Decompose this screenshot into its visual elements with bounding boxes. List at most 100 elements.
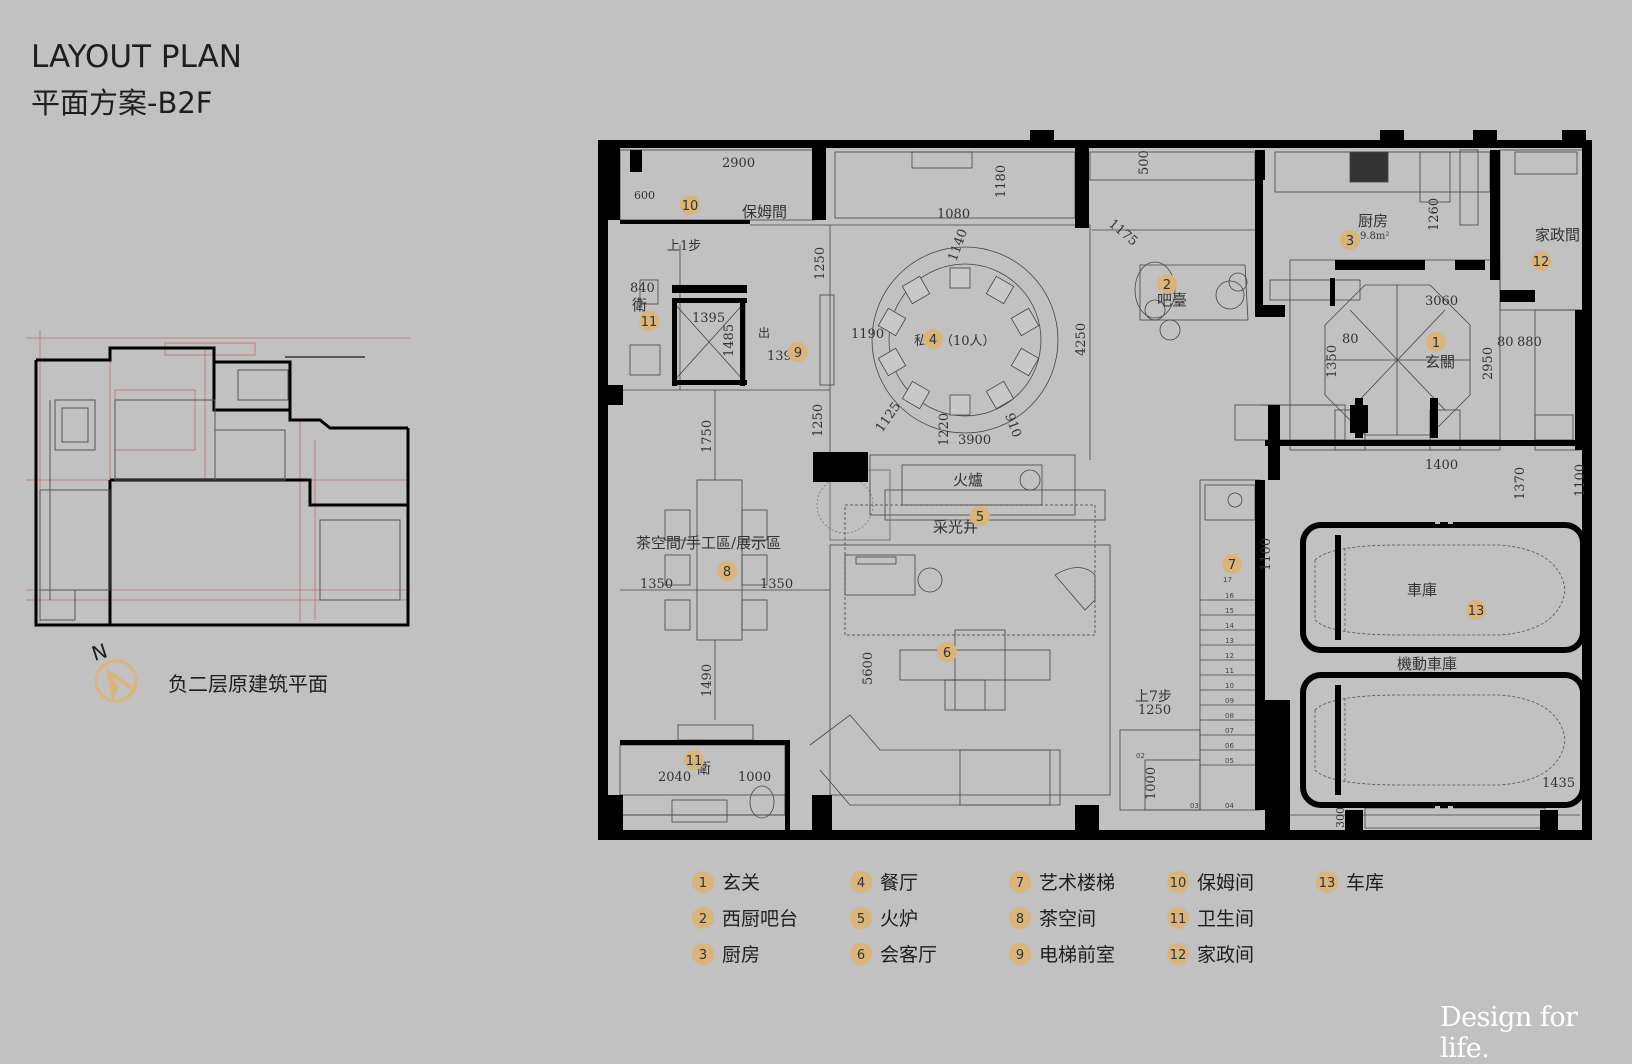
dim: 1000 — [1144, 767, 1159, 800]
plan-markers: 10 11 9 4 2 3 12 1 5 8 7 6 11 13 — [639, 195, 1551, 770]
svg-text:9: 9 — [1016, 948, 1024, 963]
dim: 3060 — [1425, 294, 1458, 309]
room-label: 保姆間 — [742, 203, 787, 221]
dim: 1395 — [692, 311, 725, 326]
dim: 1190 — [851, 327, 884, 342]
room-label: 茶空間/手工區/展示區 — [636, 534, 781, 552]
dim: 1000 — [738, 770, 771, 785]
dim: 1100 — [1259, 538, 1274, 571]
svg-text:6: 6 — [857, 948, 865, 963]
dim: 500 — [1137, 150, 1152, 175]
dining-chairs — [877, 267, 1040, 416]
svg-text:5: 5 — [976, 510, 984, 525]
svg-text:7: 7 — [1228, 558, 1236, 573]
dim: 4250 — [1074, 323, 1089, 356]
marker-11: 11 — [639, 311, 659, 331]
legend-item: 13 车库 — [1316, 871, 1384, 894]
dim: 1350 — [760, 577, 793, 592]
svg-text:10: 10 — [682, 199, 699, 214]
room-label: 出 — [758, 326, 770, 340]
svg-text:家政间: 家政间 — [1197, 944, 1254, 966]
dim: 1400 — [1425, 458, 1458, 473]
dim: 80 — [1497, 335, 1514, 350]
svg-text:餐厅: 餐厅 — [880, 872, 918, 894]
dim: 1180 — [994, 165, 1009, 198]
svg-text:11: 11 — [641, 315, 658, 330]
svg-text:13: 13 — [1319, 876, 1336, 891]
north-arrow: N — [89, 638, 139, 703]
room-label: 玄關 — [1425, 353, 1455, 371]
dim: 3900 — [958, 433, 991, 448]
stair-num: 11 — [1225, 667, 1234, 675]
room-labels: 保姆間 衛 厨房 9.8m² 家政間 吧臺 私宴（10人） 玄關 火爐 采光井 … — [632, 203, 1580, 777]
dimension-labels: 2900 600 840 1395 1485 1250 139 1080 118… — [630, 150, 1588, 828]
marker-8: 8 — [717, 561, 737, 581]
room-label: 吧臺 — [1157, 291, 1187, 309]
marker-1: 1 — [1426, 332, 1446, 352]
svg-text:卫生间: 卫生间 — [1197, 908, 1254, 930]
svg-text:13: 13 — [1468, 604, 1485, 619]
stair-num: 06 — [1225, 742, 1234, 750]
marker-7: 7 — [1222, 554, 1242, 574]
dim: 1175 — [1105, 217, 1140, 250]
svg-text:茶空间: 茶空间 — [1039, 908, 1096, 930]
dim: 2900 — [722, 156, 755, 171]
svg-text:2: 2 — [699, 912, 707, 927]
svg-text:5: 5 — [857, 912, 865, 927]
marker-9: 9 — [788, 342, 808, 362]
svg-text:玄关: 玄关 — [722, 872, 760, 894]
room-label: 采光井 — [933, 518, 978, 536]
north-label: N — [89, 638, 111, 665]
legend-item: 4 餐厅 — [850, 871, 918, 894]
original-plan-caption: 负二层原建筑平面 — [168, 672, 328, 696]
stair-num: 13 — [1225, 637, 1234, 645]
marker-2: 2 — [1157, 274, 1177, 294]
marker-3: 3 — [1340, 230, 1360, 250]
svg-text:11: 11 — [686, 754, 703, 769]
room-label: 車庫 — [1407, 581, 1437, 599]
marker-4: 4 — [923, 329, 943, 349]
dim: 910 — [1001, 411, 1024, 439]
stair-num: 03 — [1190, 802, 1199, 810]
page-title: LAYOUT PLAN — [31, 39, 242, 75]
stair-num: 02 — [1136, 752, 1145, 760]
room-label: 厨房 — [1358, 212, 1388, 230]
stair-step-numbers: 17 16 15 14 13 12 11 10 09 08 07 06 05 0… — [1136, 576, 1234, 810]
dim: 80 — [1342, 332, 1359, 347]
dim: 1370 — [1513, 467, 1528, 500]
dim: 1220 — [937, 413, 952, 446]
room-label: 機動車庫 — [1397, 655, 1457, 673]
stair-num: 10 — [1225, 682, 1234, 690]
stair-num: 04 — [1225, 802, 1234, 810]
cars — [1314, 544, 1566, 786]
svg-text:艺术楼梯: 艺术楼梯 — [1039, 872, 1115, 894]
stair-num: 16 — [1225, 592, 1234, 600]
svg-text:车库: 车库 — [1346, 872, 1384, 894]
marker-6: 6 — [937, 642, 957, 662]
stair-num: 05 — [1225, 757, 1234, 765]
marker-12: 12 — [1531, 251, 1551, 271]
dim: 880 — [1517, 335, 1542, 350]
dim: 300 — [1334, 807, 1347, 828]
svg-text:10: 10 — [1170, 876, 1187, 891]
dim: 1100 — [1573, 464, 1588, 497]
svg-text:4: 4 — [857, 876, 865, 891]
stair-num: 12 — [1225, 652, 1234, 660]
dim: 1140 — [946, 227, 971, 263]
room-label: 上1步 — [667, 239, 701, 254]
dim: 1125 — [873, 400, 904, 436]
room-label: 9.8m² — [1360, 231, 1389, 242]
svg-text:会客厅: 会客厅 — [880, 944, 937, 966]
stair-num: 14 — [1225, 622, 1234, 630]
dim: 1350 — [640, 577, 673, 592]
